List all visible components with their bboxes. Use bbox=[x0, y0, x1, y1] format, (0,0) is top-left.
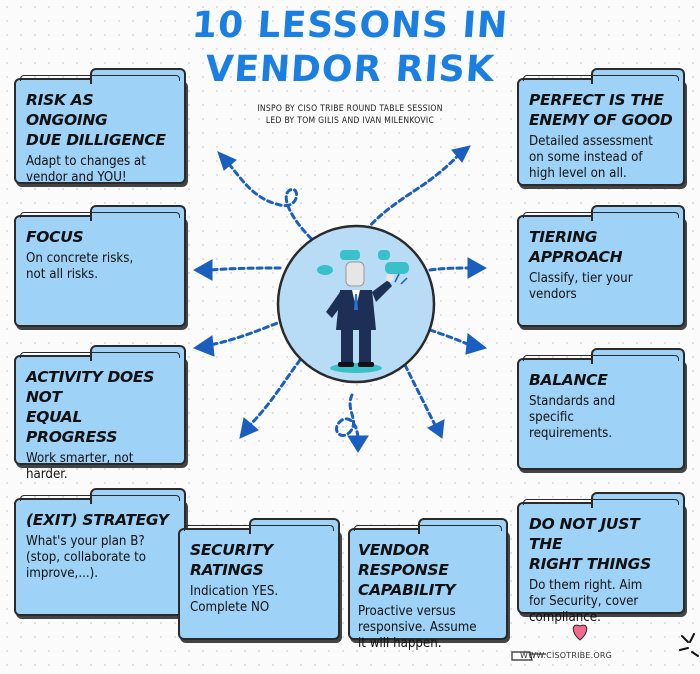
footer-url: WWW.CISOTRIBE.ORG bbox=[520, 651, 613, 660]
subtitle-line-2: LED BY TOM GILIS AND IVAN MILENKOVIC bbox=[265, 116, 435, 126]
lesson-body: Adapt to changes at vendor and YOU! bbox=[26, 154, 146, 185]
arrow-icon bbox=[239, 417, 259, 439]
lesson-card: ACTIVITY DOES NOT EQUAL PROGRESS Work sm… bbox=[14, 345, 186, 482]
lesson-body: On concrete risks, not all risks. bbox=[26, 251, 134, 282]
arrow-icon bbox=[217, 151, 237, 171]
arrow-icon bbox=[192, 259, 213, 281]
lesson-title: (EXIT) STRATEGY bbox=[26, 511, 169, 529]
arrow-up-right bbox=[358, 150, 464, 240]
lesson-card: SECURITY RATINGS Indication YES. Complet… bbox=[178, 518, 340, 640]
lesson-title: FOCUS bbox=[26, 228, 84, 246]
arrow-lower-left bbox=[208, 318, 287, 347]
arrow-icon bbox=[427, 419, 445, 439]
lesson-card: FOCUS On concrete risks, not all risks. bbox=[14, 205, 186, 327]
lesson-title: SECURITY RATINGS bbox=[190, 541, 273, 579]
lesson-body: Indication YES. Complete NO bbox=[190, 584, 279, 615]
arrow-icon bbox=[347, 435, 369, 453]
lesson-title: TIERING APPROACH bbox=[529, 228, 623, 266]
lesson-body: Do them right. Aim for Security, cover c… bbox=[529, 578, 643, 625]
arrow-icon bbox=[192, 335, 215, 357]
subtitle-line-1: INSPO BY CISO TRIBE ROUND TABLE SESSION bbox=[257, 104, 443, 114]
lesson-card: PERFECT IS THE ENEMY OF GOOD Detailed as… bbox=[517, 68, 685, 186]
lesson-title: RISK AS ONGOING DUE DILLIGENCE bbox=[26, 91, 166, 149]
lesson-body: What's your plan B? (stop, collaborate t… bbox=[26, 534, 146, 581]
pointing-hand-icon bbox=[511, 651, 546, 661]
arrow-up-left bbox=[223, 158, 320, 247]
subtitle: INSPO BY CISO TRIBE ROUND TABLE SESSION … bbox=[225, 103, 475, 127]
sparkle-icon bbox=[679, 633, 699, 657]
arrow-down-right bbox=[403, 363, 437, 427]
lesson-title: PERFECT IS THE ENEMY OF GOOD bbox=[529, 91, 673, 129]
lesson-card: RISK AS ONGOING DUE DILLIGENCE Adapt to … bbox=[14, 68, 186, 185]
arrow-lower-right bbox=[428, 328, 472, 347]
arrow-right bbox=[428, 266, 472, 272]
lesson-body: Detailed assessment on some instead of h… bbox=[529, 134, 653, 181]
lesson-card: DO NOT JUST THE RIGHT THINGS Do them rig… bbox=[517, 492, 685, 625]
arrow-down-left bbox=[248, 358, 302, 427]
arrow-icon bbox=[467, 257, 488, 279]
arrow-left bbox=[208, 266, 282, 272]
lesson-card: TIERING APPROACH Classify, tier your ven… bbox=[517, 205, 685, 327]
lesson-body: Classify, tier your vendors bbox=[529, 271, 633, 302]
speech-bubble-icon bbox=[317, 250, 409, 285]
lesson-card: VENDOR RESPONSE CAPABILITY Proactive ver… bbox=[348, 518, 508, 651]
arrow-icon bbox=[465, 333, 488, 355]
lesson-title: BALANCE bbox=[529, 371, 608, 389]
lesson-title: VENDOR RESPONSE CAPABILITY bbox=[358, 541, 456, 599]
businessman-icon bbox=[326, 261, 394, 373]
lesson-body: Standards and specific requirements. bbox=[529, 394, 616, 441]
heart-icon bbox=[572, 624, 588, 641]
lesson-body: Proactive versus responsive. Assume it w… bbox=[358, 604, 477, 651]
lesson-card: BALANCE Standards and specific requireme… bbox=[517, 348, 685, 470]
lesson-title: ACTIVITY DOES NOT EQUAL PROGRESS bbox=[26, 368, 155, 446]
lesson-card: (EXIT) STRATEGY What's your plan B? (sto… bbox=[14, 488, 186, 616]
lesson-title: DO NOT JUST THE RIGHT THINGS bbox=[529, 515, 651, 573]
arrow-down bbox=[335, 393, 360, 442]
lesson-body: Work smarter, not harder. bbox=[26, 451, 134, 482]
arrow-icon bbox=[451, 145, 471, 163]
